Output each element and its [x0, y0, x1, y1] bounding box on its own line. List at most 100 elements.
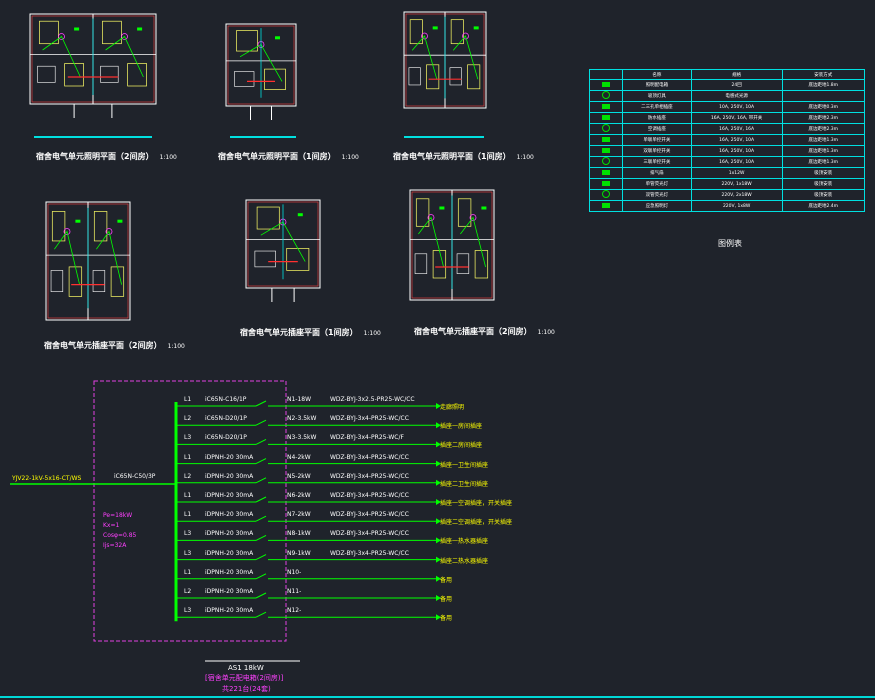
circuit-load: 插座二房间插座 [440, 442, 483, 450]
legend-install: 底边距地1.3m [781, 134, 865, 146]
legend-header-install: 安装方式 [781, 69, 865, 80]
legend-symbol-icon [602, 91, 610, 99]
box-parameter: Cosφ=0.85 [103, 532, 137, 539]
legend-symbol-icon [602, 147, 610, 153]
circuit-name: N6-2kW [287, 492, 311, 499]
box-count: 共221台(24套) [222, 685, 271, 693]
circuit-breaker: iC65N-D20/1P [205, 415, 247, 423]
legend-name: 二三孔单相插座 [622, 101, 692, 113]
legend-symbol-icon [602, 190, 610, 198]
circuit-cable: WDZ-BYJ-3x4-PR25-WC/CC [330, 549, 409, 557]
distribution-box-outline [93, 380, 287, 642]
circuit-name: N11- [287, 588, 302, 595]
circuit-line [176, 477, 441, 486]
legend-symbol [589, 101, 623, 113]
legend-name: 吸顶灯具 [622, 90, 692, 102]
circuit-breaker: iDPNH-20 30mA [205, 588, 254, 595]
legend-header-symbol [589, 69, 623, 80]
circuit-phase: L1 [184, 396, 192, 403]
circuit-breaker: iDPNH-20 30mA [205, 530, 254, 538]
box-parameter: Pe=18kW [103, 512, 133, 519]
distribution-schematic [10, 380, 441, 662]
legend-install: 底边距地1.8m [781, 79, 865, 91]
legend-spec: 16A, 250V, 16A, 带开关 [690, 112, 783, 124]
legend-install: 底边距地2.3m [781, 112, 865, 124]
circuit-name: N4-2kW [287, 453, 311, 461]
circuit-line [176, 611, 441, 621]
circuit-cable: WDZ-BYJ-3x2.5-PR25-WC/CC [330, 396, 415, 403]
legend-spec: 1x12W [690, 167, 783, 179]
circuit-name: N5-2kW [287, 472, 311, 480]
legend-install: 吸顶安装 [781, 167, 865, 179]
circuit-line [176, 400, 441, 409]
circuit-name: N1-18W [287, 396, 312, 403]
circuit-phase: L3 [184, 607, 192, 615]
legend-symbol-icon [602, 180, 610, 186]
circuit-line [176, 515, 441, 525]
circuit-breaker: iDPNH-20 30mA [205, 568, 254, 576]
legend-spec: 24回 [690, 79, 783, 91]
floor-plan-5 [245, 199, 321, 302]
circuit-line [176, 458, 441, 467]
circuit-breaker: iDPNH-20 30mA [205, 511, 254, 519]
circuit-breaker: iDPNH-20 30mA [205, 549, 254, 557]
circuit-cable: WDZ-BYJ-3x4-PR25-WC/CC [330, 415, 409, 423]
legend-name: 三联单控开关 [622, 156, 692, 168]
legend-symbol [589, 79, 623, 91]
legend-symbol-icon [602, 103, 610, 109]
legend-spec: 10A, 250V, 10A [690, 101, 783, 113]
legend-header-spec: 规格 [690, 69, 783, 80]
legend-row: 吸顶灯具电感式光源 [589, 90, 865, 102]
legend-install: 底边距地1.3m [781, 156, 865, 168]
circuit-name: N7-2kW [287, 511, 311, 519]
floor-plan-1 [29, 13, 157, 118]
legend-name: 空调插座 [622, 123, 692, 135]
circuit-line [176, 534, 441, 544]
legend-symbol [589, 200, 623, 212]
circuit-breaker: iDPNH-20 30mA [205, 607, 254, 615]
legend-install: 吸顶安装 [781, 189, 865, 201]
legend-install: 底边距地0.3m [781, 101, 865, 113]
circuit-line [176, 554, 441, 563]
circuit-load: 插座一房间插座 [440, 423, 483, 431]
legend-symbol [589, 90, 623, 102]
legend-spec: 220V, 1x8W [690, 200, 783, 212]
legend-symbol-icon [602, 136, 610, 142]
legend-symbol [589, 167, 623, 179]
legend-name: 排气扇 [622, 167, 692, 179]
circuit-load: 插座二卫生间插座 [440, 480, 489, 488]
floor-plan-6 [409, 189, 495, 301]
circuit-load: 插座一空调插座，开关插座 [440, 500, 513, 507]
legend-symbol-icon [602, 124, 610, 132]
legend-symbol [589, 189, 623, 201]
circuit-name: N10- [287, 568, 302, 576]
legend-symbol-icon [602, 202, 610, 208]
circuit-cable: WDZ-BYJ-3x4-PR25-WC/CC [330, 511, 409, 519]
circuit-cable: WDZ-BYJ-3x4-PR25-WC/CC [330, 453, 409, 461]
circuit-cable: WDZ-BYJ-3x4-PR25-WC/F [330, 434, 404, 442]
circuit-load: 插座二空调插座，开关插座 [440, 519, 513, 527]
circuit-line [176, 438, 441, 448]
legend-name: 双联单控开关 [622, 145, 692, 157]
legend-install: 吸顶安装 [781, 178, 865, 190]
legend-header-row: 名称 规格 安装方式 [589, 69, 865, 80]
circuit-breaker: iDPNH-20 30mA [205, 492, 254, 499]
legend-install: 底边距地2.4m [781, 200, 865, 212]
legend-install: 底边距地1.3m [781, 145, 865, 157]
legend-name: 单联单控开关 [622, 134, 692, 146]
legend-symbol [589, 123, 623, 135]
floor-plan-4 [45, 201, 131, 321]
circuit-phase: L3 [184, 434, 192, 442]
plan-title-4: 宿舍电气单元插座平面（2间房）1:100 [44, 341, 185, 350]
legend-symbol-icon [602, 157, 610, 165]
legend-spec: 220V, 2x18W [690, 189, 783, 201]
